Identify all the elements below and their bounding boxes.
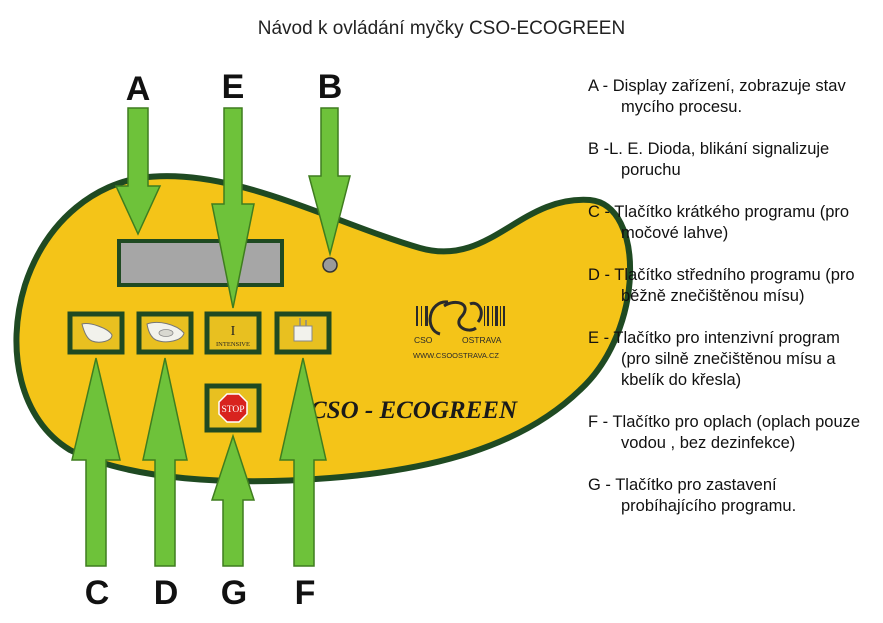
legend-item-g: G - Tlačítko pro zastavení probíhajícího…: [588, 476, 797, 515]
short-program-button[interactable]: [67, 311, 125, 355]
legend-item-d: D - Tlačítko středního programu (pro běž…: [588, 266, 855, 305]
arrow-c: [71, 357, 121, 567]
stop-label: STOP: [221, 405, 244, 415]
label-b: B: [318, 68, 343, 106]
legend-item-a: A - Display zařízení, zobrazuje stav myc…: [588, 77, 846, 116]
arrow-d: [142, 357, 188, 567]
arrows: [71, 107, 351, 567]
cso-logo: CSO OSTRAVA WWW.CSOOSTRAVA.CZ: [413, 300, 505, 360]
arrow-e: [211, 107, 255, 309]
legend-item-e: E - Tlačítko pro intenzivní program (pro…: [588, 329, 840, 389]
logo-url: WWW.CSOOSTRAVA.CZ: [413, 351, 499, 360]
intensive-program-button[interactable]: I INTENSIVE: [204, 311, 262, 355]
stop-button[interactable]: STOP: [204, 383, 262, 433]
bedpan-icon: [146, 321, 185, 343]
display-screen: [117, 239, 284, 287]
rinse-icon: [293, 318, 313, 342]
legend: A - Display zařízení, zobrazuje stav myc…: [588, 76, 873, 538]
medium-program-button[interactable]: [136, 311, 194, 355]
arrow-f: [279, 357, 327, 567]
legend-item-f: F - Tlačítko pro oplach (oplach pouze vo…: [588, 413, 861, 452]
logo-left-text: CSO: [414, 335, 433, 345]
label-a: A: [126, 70, 151, 108]
brand-name: CSO - ECOGREEN: [310, 397, 518, 424]
intensive-label: INTENSIVE: [216, 341, 250, 348]
label-g: G: [221, 574, 247, 612]
legend-item-c: C - Tlačítko krátkého programu (pro močo…: [588, 203, 850, 242]
logo-mark: [428, 300, 483, 336]
arrow-g: [210, 433, 256, 567]
bottle-icon: [81, 323, 113, 343]
stop-sign-icon: [218, 393, 248, 423]
arrow-b: [308, 107, 351, 257]
arrow-a: [114, 107, 162, 236]
label-d: D: [154, 574, 179, 612]
intensive-numeral: I: [231, 324, 236, 339]
label-c: C: [85, 574, 110, 612]
led-indicator: [322, 257, 338, 273]
label-f: F: [295, 574, 316, 612]
label-e: E: [222, 68, 245, 106]
legend-item-b: B -L. E. Dioda, blikání signalizuje poru…: [588, 140, 830, 179]
logo-barcode: [416, 306, 505, 326]
page-title: Návod k ovládání myčky CSO-ECOGREEN: [257, 18, 626, 39]
logo-right-text: OSTRAVA: [462, 335, 502, 345]
rinse-button[interactable]: [274, 311, 332, 355]
